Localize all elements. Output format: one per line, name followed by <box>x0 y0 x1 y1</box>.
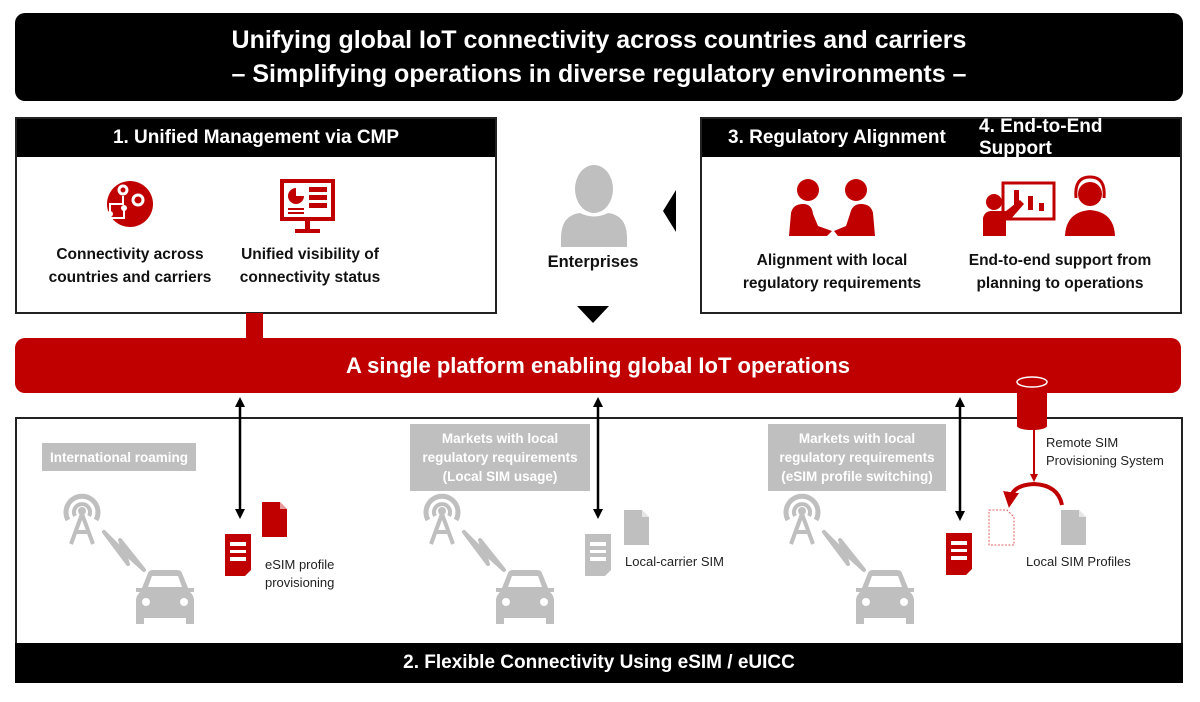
title-line-1: Unifying global IoT connectivity across … <box>231 26 967 54</box>
regulatory-alignment-header: 3. Regulatory Alignment <box>728 127 946 148</box>
monitor-dashboard-icon <box>280 179 335 233</box>
local-sim-profiles-label: Local SIM Profiles <box>1026 554 1131 569</box>
flexible-connectivity-title: 2. Flexible Connectivity Using eSIM / eU… <box>403 652 795 673</box>
main-title-banner: Unifying global IoT connectivity across … <box>15 13 1183 101</box>
signal-bolt-icon <box>102 530 146 572</box>
gear-network-icon <box>107 181 153 227</box>
handshake-people-icon <box>789 179 875 236</box>
cell-tower-icon <box>66 496 98 544</box>
enterprises-label: Enterprises <box>547 253 639 271</box>
presenter-support-icon <box>983 175 1115 236</box>
scenario-tag-roaming: International roaming <box>42 443 196 471</box>
unified-management-panel: 1. Unified Management via CMP <box>15 117 497 314</box>
platform-bar: A single platform enabling global IoT op… <box>15 338 1181 393</box>
local-profile-doc-icon <box>1061 510 1086 545</box>
signal-bolt-icon <box>822 530 866 572</box>
platform-label: A single platform enabling global IoT op… <box>346 352 850 378</box>
database-cylinder-icon <box>1016 376 1048 430</box>
cmp-platform-connector <box>246 313 263 340</box>
inactive-profile-doc-icon <box>988 509 1015 546</box>
arrow-left-icon <box>663 190 676 232</box>
local-profile-doc-icon <box>624 510 649 545</box>
local-carrier-sim-label: Local-carrier SIM <box>625 554 724 569</box>
flexible-connectivity-footer: 2. Flexible Connectivity Using eSIM / eU… <box>15 643 1183 683</box>
car-icon <box>496 570 554 624</box>
car-icon <box>856 570 914 624</box>
end-to-end-support-header: 4. End-to-End Support <box>979 116 1103 159</box>
esim-card-icon <box>946 533 972 575</box>
cell-tower-icon <box>426 496 458 544</box>
esim-profile-doc-icon <box>262 502 287 537</box>
local-sim-card-icon <box>585 534 611 576</box>
profile-switch-arrow-icon <box>1003 481 1064 508</box>
car-icon <box>136 570 194 624</box>
person-icon <box>561 165 627 247</box>
unified-management-header: 1. Unified Management via CMP <box>17 119 495 157</box>
esim-card-icon <box>225 534 251 576</box>
title-line-2: – Simplifying operations in diverse regu… <box>231 60 967 88</box>
cell-tower-icon <box>786 496 818 544</box>
signal-bolt-icon <box>462 530 506 572</box>
regulatory-support-header: 3. Regulatory Alignment 4. End-to-End Su… <box>702 116 1180 159</box>
arrow-down-icon <box>577 306 609 323</box>
